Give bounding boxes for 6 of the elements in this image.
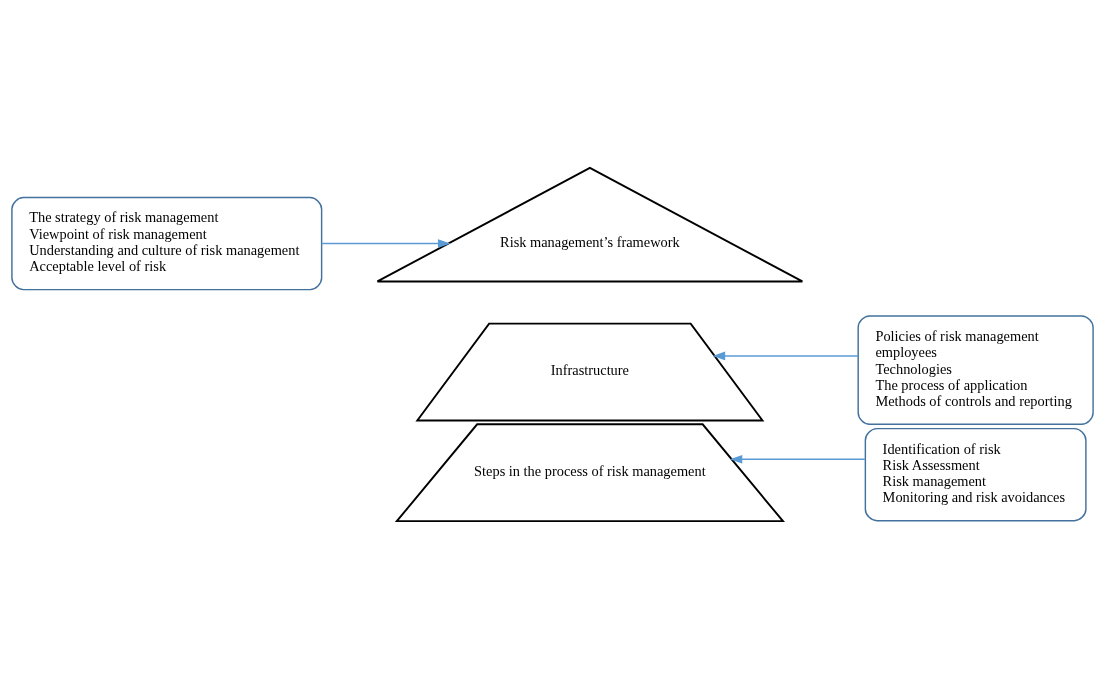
- node-box: Identification of risk Risk Assessment Risk management Monitoring and risk avoidances: [864, 427, 1087, 522]
- arrow: [320, 239, 451, 248]
- node-box: Policies of risk management employees Technologies The process of application Methods of controls and reporting: [857, 315, 1094, 426]
- arrow: [712, 351, 859, 361]
- arrow: [729, 454, 867, 464]
- node-box: The strategy of risk management Viewpoint of risk management Understanding and culture of risk management Acceptable level of risk: [11, 196, 323, 291]
